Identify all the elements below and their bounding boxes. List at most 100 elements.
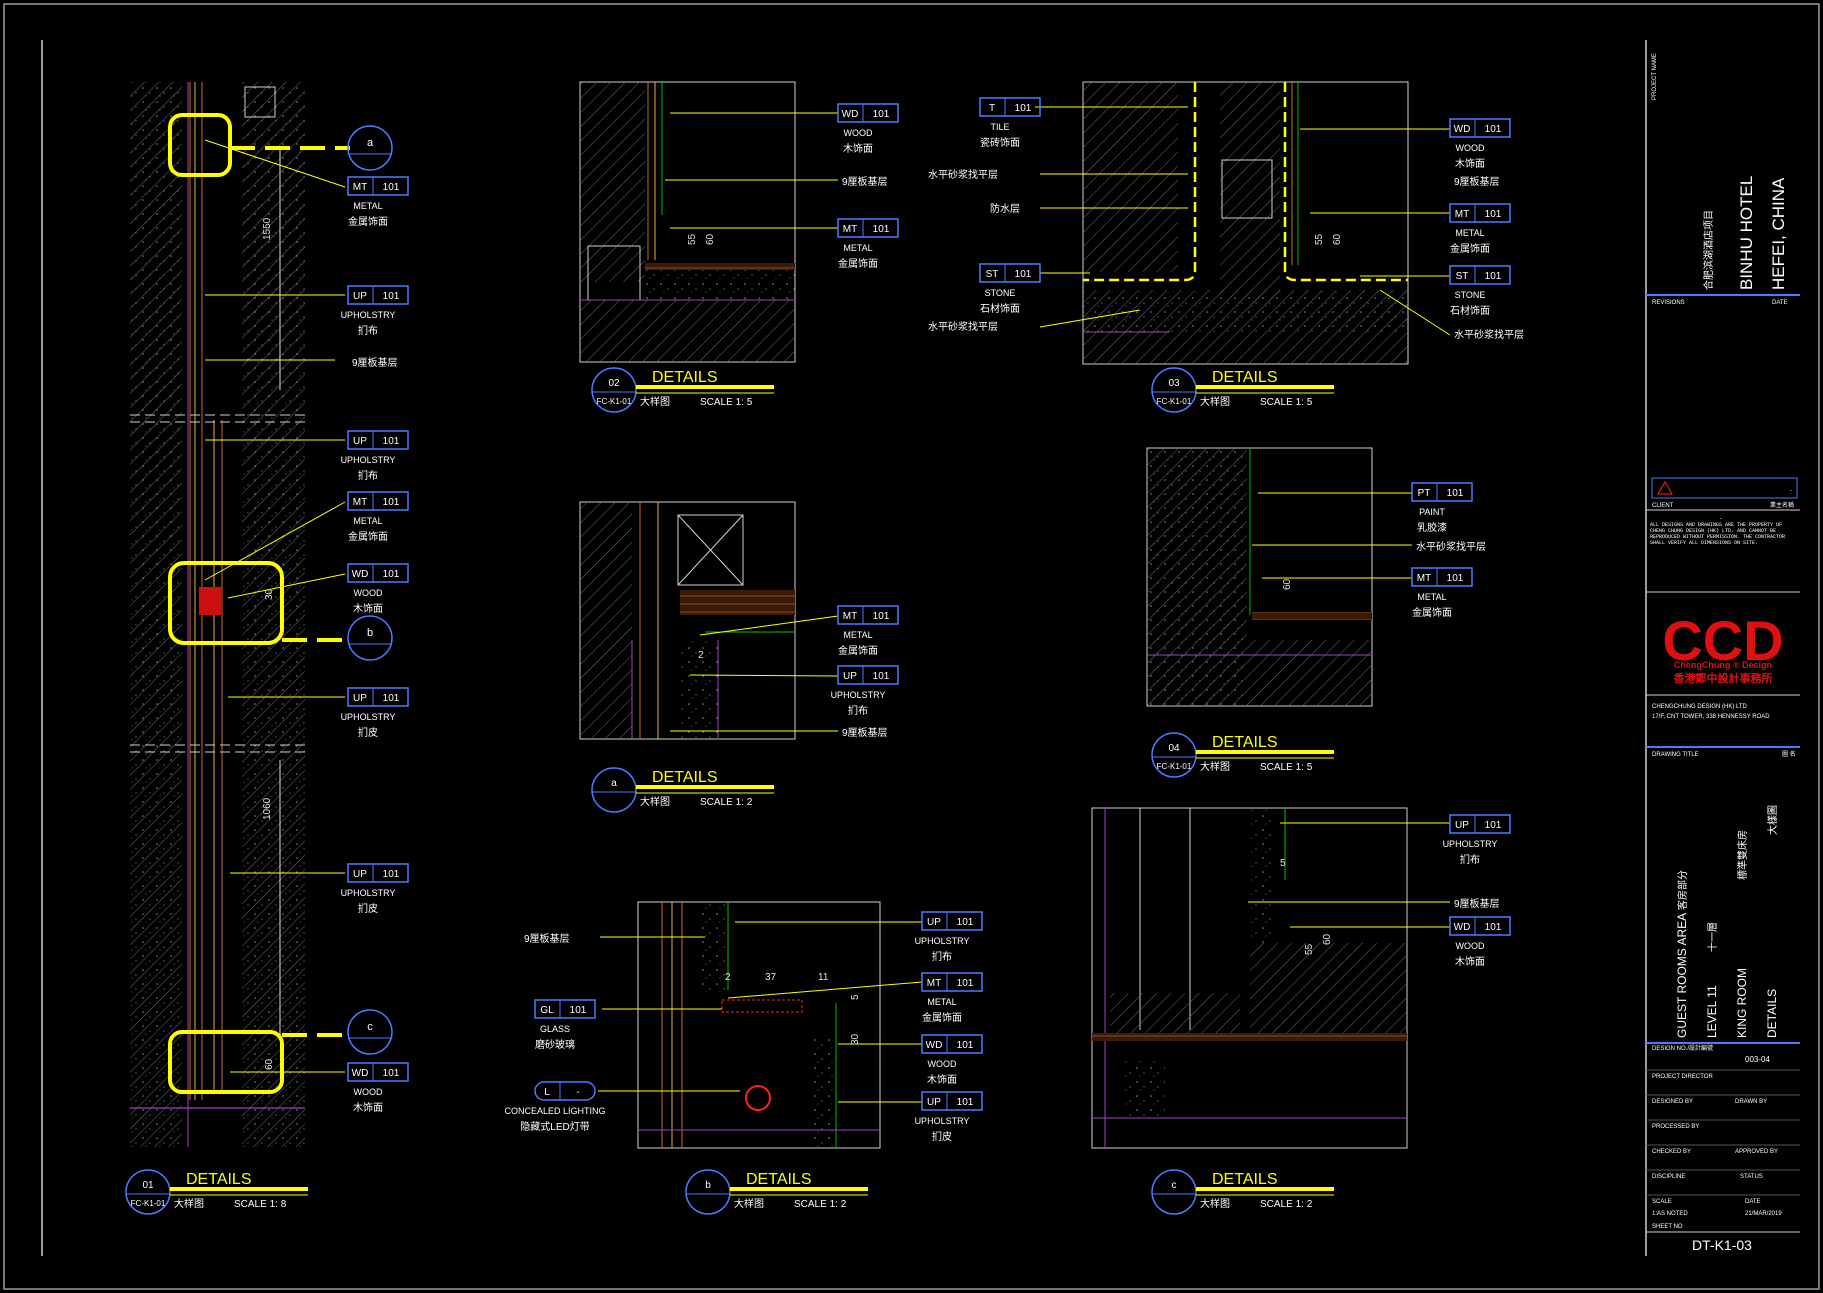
- material-tag-name: METAL: [353, 516, 382, 526]
- material-tag-code: UP: [927, 1097, 941, 1108]
- material-tag-name-cn: 磨砂玻璃: [535, 1038, 575, 1051]
- material-tag-number: 101: [873, 671, 890, 682]
- title-en-4: DETAILS: [1765, 989, 1779, 1038]
- detail-title-text: DETAILS: [1212, 1171, 1278, 1188]
- material-tag-name-cn: 扪皮: [358, 726, 378, 739]
- detail-b-drawing: [637, 901, 881, 1149]
- project-name-line2: HEFEI, CHINA: [1769, 177, 1788, 290]
- detail-scale: SCALE 1: 2: [700, 797, 753, 808]
- client-label: CLIENT: [1652, 503, 1674, 509]
- material-tag-name-cn: 石材饰面: [980, 302, 1020, 315]
- detail-ref: FC-K1-01: [1157, 397, 1192, 406]
- detail-title-text: DETAILS: [1212, 734, 1278, 751]
- detail-02-leaders: [665, 112, 838, 229]
- material-tag-name-cn: 木饰面: [1455, 955, 1485, 968]
- detail-title-text: DETAILS: [746, 1171, 812, 1188]
- section-mark-a[interactable]: a: [347, 125, 393, 171]
- detail-id: 04: [1168, 743, 1180, 754]
- material-tag-name-cn: 木饰面: [353, 602, 383, 615]
- note-plywood-03: 9厘板基层: [1454, 175, 1500, 188]
- material-tag-name-cn: 金属饰面: [1450, 242, 1490, 255]
- dim-55-03: 55: [1314, 233, 1325, 245]
- material-tag-name-cn: 木饰面: [927, 1073, 957, 1086]
- material-tag-name-cn: 扪布: [1460, 853, 1480, 866]
- material-tag-code: WD: [352, 1068, 369, 1079]
- detail-scale: SCALE 1: 5: [1260, 397, 1313, 408]
- material-tag-number: 101: [1485, 271, 1502, 282]
- material-tag-name: WOOD: [928, 1059, 957, 1069]
- detail-b-leaders: [598, 921, 923, 1103]
- material-tag-number: 101: [873, 224, 890, 235]
- material-tag-name-cn: 隐藏式LED灯带: [520, 1120, 589, 1133]
- material-tag-number: 101: [1015, 103, 1032, 114]
- material-tag-code: WD: [842, 109, 859, 120]
- status-label: STATUS: [1740, 1174, 1763, 1180]
- date2-label: DATE: [1745, 1199, 1761, 1205]
- material-tag-name: METAL: [843, 243, 872, 253]
- material-tag-name: UPHOLSTRY: [341, 712, 396, 722]
- title-cn-4: 大樣圖: [1766, 805, 1779, 835]
- material-tag-number: 101: [383, 569, 400, 580]
- designed-by-label: DESIGNED BY: [1652, 1099, 1693, 1105]
- detail-title-cn: 大样图: [640, 395, 670, 408]
- section-mark-b[interactable]: b: [347, 615, 393, 661]
- material-tag-number: 101: [1015, 269, 1032, 280]
- detail-04-leaders: [1252, 492, 1412, 579]
- material-tag-code: MT: [843, 611, 857, 622]
- material-tag-name-cn: 扪布: [358, 324, 378, 337]
- section-mark-c[interactable]: c: [347, 1009, 393, 1055]
- revisions-label: REVISIONS: [1652, 300, 1685, 306]
- checked-by-label: CHECKED BY: [1652, 1149, 1691, 1155]
- material-tag-code: MT: [927, 978, 941, 989]
- material-tag-name-cn: 木饰面: [353, 1101, 383, 1114]
- material-tag-number: 101: [1447, 573, 1464, 584]
- dim-5-b: 5: [850, 994, 861, 1000]
- detail-a-drawing: [579, 501, 796, 740]
- detail-id: c: [1172, 1180, 1177, 1191]
- material-tag-code: WD: [1454, 124, 1471, 135]
- detail-01-drawing: [130, 82, 350, 1147]
- section-mark-b-label: b: [367, 627, 373, 639]
- material-tag-code: MT: [1455, 209, 1469, 220]
- material-tag-name-cn: 金属饰面: [922, 1011, 962, 1024]
- detail-04-drawing: [1146, 447, 1373, 707]
- title-cn-2: 十一層: [1706, 922, 1719, 952]
- detail-01-leaders: [204, 139, 346, 1073]
- material-tag-number: 101: [383, 436, 400, 447]
- material-tag-name-cn: 瓷砖饰面: [980, 136, 1020, 149]
